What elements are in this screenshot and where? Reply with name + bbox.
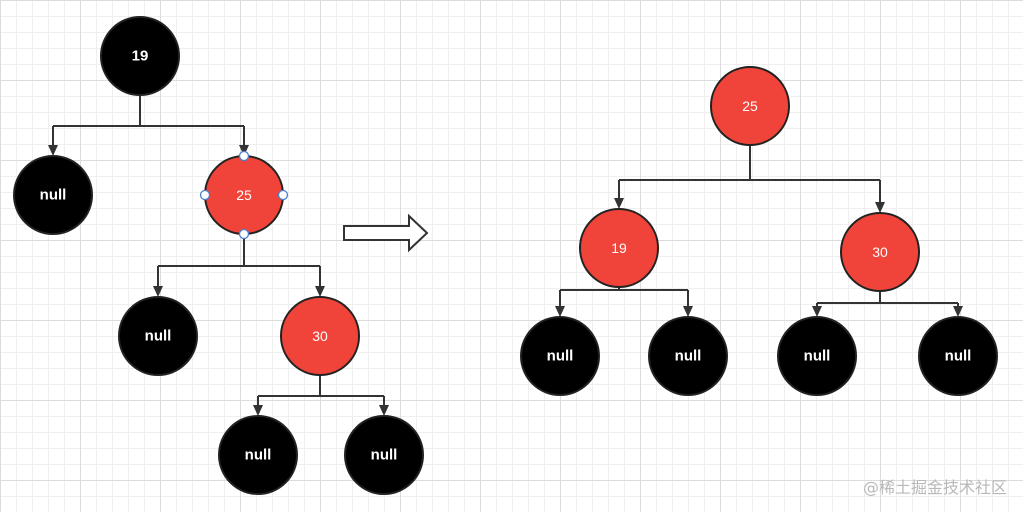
arrowhead-icon (875, 202, 885, 213)
arrowhead-icon (48, 145, 58, 156)
before-node-null: null (118, 296, 198, 376)
before-node-19: 19 (100, 16, 180, 96)
black-node-circle (118, 296, 198, 376)
selection-handle-icon[interactable] (238, 150, 250, 162)
arrowhead-icon (683, 306, 693, 317)
arrowhead-icon (239, 145, 249, 156)
black-node-circle (218, 415, 298, 495)
after-node-19: 19 (579, 208, 659, 288)
before-node-null: null (13, 155, 93, 235)
node-label: 25 (236, 187, 252, 203)
transform-arrow-icon (343, 213, 429, 253)
node-label: null (675, 348, 702, 365)
after-node-null: null (520, 316, 600, 396)
selection-handle-icon[interactable] (238, 228, 250, 240)
before-node-25: 25 (204, 155, 284, 235)
arrowhead-icon (812, 306, 822, 317)
red-node-circle (579, 208, 659, 288)
after-node-30: 30 (840, 212, 920, 292)
watermark: @稀土掘金技术社区 (862, 478, 1007, 497)
arrowhead-icon (315, 286, 325, 297)
node-label: null (945, 348, 972, 365)
node-label: 25 (742, 98, 758, 114)
edges-layer (48, 95, 963, 416)
selection-handle-icon[interactable] (199, 189, 211, 201)
node-label: 19 (611, 240, 627, 256)
before-node-null: null (344, 415, 424, 495)
node-label: null (145, 328, 172, 345)
node-label: null (804, 348, 831, 365)
node-label: null (40, 187, 67, 204)
selection-handle-icon[interactable] (277, 189, 289, 201)
node-label: 30 (312, 328, 328, 344)
arrowhead-icon (614, 198, 624, 209)
black-node-circle (777, 316, 857, 396)
black-node-circle (344, 415, 424, 495)
node-label: 19 (132, 48, 149, 65)
node-label: null (371, 447, 398, 464)
red-node-circle (280, 296, 360, 376)
black-node-circle (648, 316, 728, 396)
after-node-null: null (648, 316, 728, 396)
selection-handles (199, 150, 289, 240)
nodes-layer: 19 null 25 null 30 null null 25 19 30 null null null… (13, 16, 998, 495)
red-node-circle (710, 66, 790, 146)
red-node-circle (840, 212, 920, 292)
before-node-30: 30 (280, 296, 360, 376)
node-label: null (547, 348, 574, 365)
black-node-circle (100, 16, 180, 96)
arrowhead-icon (555, 306, 565, 317)
after-node-null: null (918, 316, 998, 396)
arrowhead-icon (953, 306, 963, 317)
arrowhead-icon (379, 405, 389, 416)
before-node-null: null (218, 415, 298, 495)
black-node-circle (918, 316, 998, 396)
node-label: null (245, 447, 272, 464)
node-label: 30 (872, 244, 888, 260)
after-node-25: 25 (710, 66, 790, 146)
arrowhead-icon (253, 405, 263, 416)
arrowhead-icon (153, 286, 163, 297)
black-node-circle (520, 316, 600, 396)
black-node-circle (13, 155, 93, 235)
after-node-null: null (777, 316, 857, 396)
